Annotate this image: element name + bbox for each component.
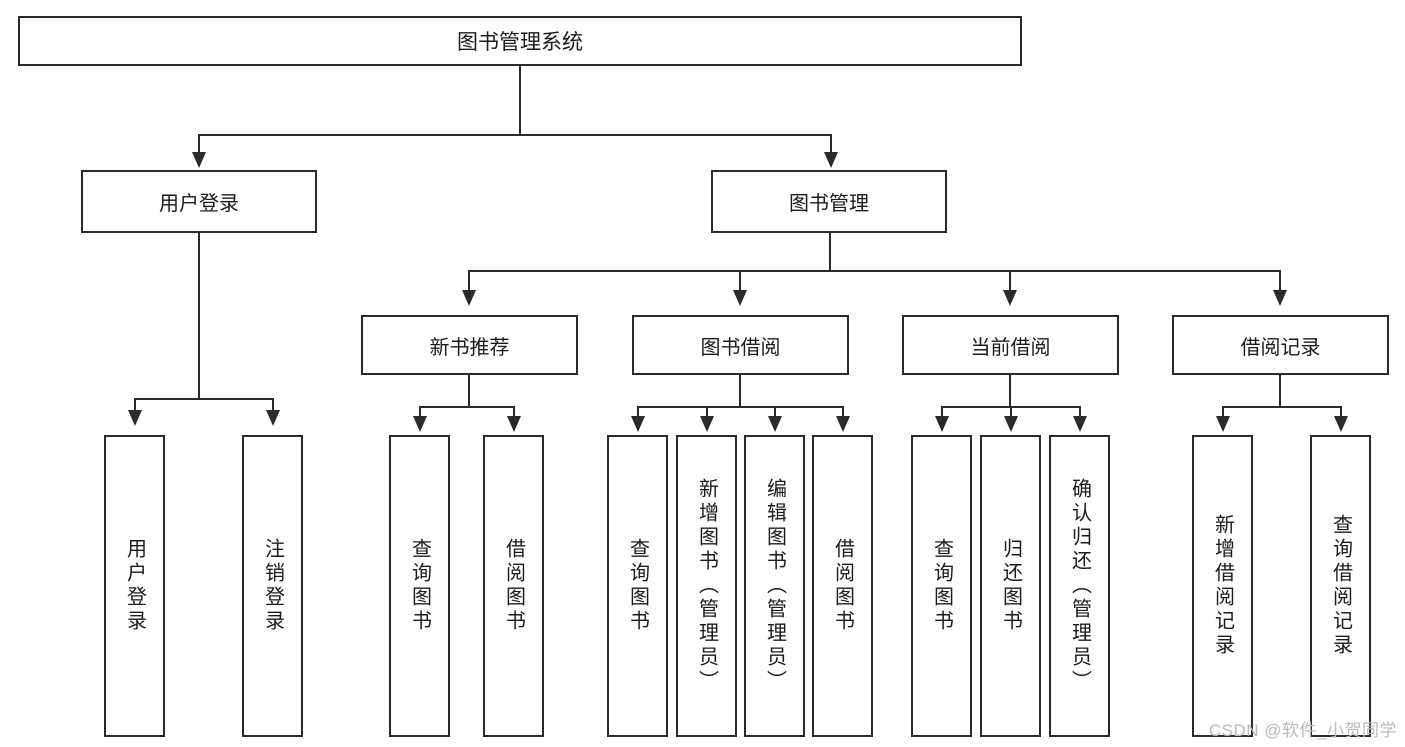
connector-nbr-to-leaf-1 <box>419 406 421 418</box>
connector-bb-to-leaf-2 <box>706 406 708 418</box>
connector-cb-to-leaf-2 <box>1010 406 1012 418</box>
leaf-label: 注销登录 <box>261 538 284 634</box>
node-label: 当前借阅 <box>970 336 1051 359</box>
leaf-br-query-record[interactable]: 查询借阅记录 <box>1310 435 1371 737</box>
leaf-user-login[interactable]: 用户登录 <box>104 435 165 737</box>
connector-book-borrow-bus <box>637 406 844 408</box>
leaf-label: 归还图书 <box>999 538 1022 634</box>
arrow-down-icon <box>1004 416 1018 432</box>
connector-to-new-book-recommend <box>468 270 470 292</box>
connector-user-login-stem <box>198 233 200 398</box>
leaf-logout[interactable]: 注销登录 <box>242 435 303 737</box>
leaf-bb-query-book[interactable]: 查询图书 <box>607 435 668 737</box>
arrow-down-icon <box>700 416 714 432</box>
connector-new-book-recommend-bus <box>419 406 515 408</box>
leaf-cb-query-book[interactable]: 查询图书 <box>911 435 972 737</box>
arrow-down-icon <box>1216 416 1230 432</box>
leaf-cb-return-book[interactable]: 归还图书 <box>980 435 1041 737</box>
connector-bb-to-leaf-3 <box>774 406 776 418</box>
leaf-label: 新增图书（管理员） <box>695 478 718 694</box>
connector-root-bus <box>198 134 832 136</box>
leaf-nbr-borrow-book[interactable]: 借阅图书 <box>483 435 544 737</box>
arrow-down-icon <box>462 290 476 306</box>
connector-cb-to-leaf-1 <box>941 406 943 418</box>
leaf-label: 确认归还（管理员） <box>1068 478 1091 694</box>
node-book-management[interactable]: 图书管理 <box>711 170 947 233</box>
connector-root-to-book-management <box>830 134 832 154</box>
node-borrow-record[interactable]: 借阅记录 <box>1172 315 1389 375</box>
arrow-down-icon <box>935 416 949 432</box>
connector-level3-bus <box>468 270 1280 272</box>
arrow-down-icon <box>836 416 850 432</box>
node-label: 新书推荐 <box>429 336 510 359</box>
arrow-down-icon <box>507 416 521 432</box>
node-current-borrow[interactable]: 当前借阅 <box>902 315 1119 375</box>
connector-book-management-stem <box>829 233 831 270</box>
arrow-down-icon <box>1334 416 1348 432</box>
leaf-label: 借阅图书 <box>831 538 854 634</box>
node-new-book-recommend[interactable]: 新书推荐 <box>361 315 578 375</box>
leaf-label: 借阅图书 <box>502 538 525 634</box>
arrow-down-icon <box>192 152 206 168</box>
node-book-borrow[interactable]: 图书借阅 <box>632 315 849 375</box>
node-user-login[interactable]: 用户登录 <box>81 170 317 233</box>
connector-current-borrow-stem <box>1009 375 1011 406</box>
arrow-down-icon <box>733 290 747 306</box>
arrow-down-icon <box>768 416 782 432</box>
leaf-label: 查询图书 <box>930 538 953 634</box>
connector-br-to-leaf-1 <box>1222 406 1224 418</box>
arrow-down-icon <box>128 410 142 426</box>
connector-to-book-borrow <box>739 270 741 292</box>
connector-to-borrow-record <box>1279 270 1281 292</box>
leaf-br-add-record[interactable]: 新增借阅记录 <box>1192 435 1253 737</box>
arrow-down-icon <box>824 152 838 168</box>
leaf-bb-borrow-book[interactable]: 借阅图书 <box>812 435 873 737</box>
connector-root-stem <box>519 66 521 134</box>
leaf-cb-confirm-return-admin[interactable]: 确认归还（管理员） <box>1049 435 1110 737</box>
connector-nbr-to-leaf-2 <box>513 406 515 418</box>
connector-bb-to-leaf-1 <box>637 406 639 418</box>
node-label: 借阅记录 <box>1240 336 1321 359</box>
connector-new-book-recommend-stem <box>468 375 470 406</box>
connector-root-to-user-login <box>198 134 200 154</box>
node-root-book-management-system[interactable]: 图书管理系统 <box>18 16 1022 66</box>
leaf-bb-edit-book-admin[interactable]: 编辑图书（管理员） <box>744 435 805 737</box>
connector-to-current-borrow <box>1009 270 1011 292</box>
connector-user-login-to-leaf-1 <box>134 398 136 412</box>
connector-cb-to-leaf-3 <box>1079 406 1081 418</box>
node-label: 用户登录 <box>159 193 239 215</box>
node-label: 图书借阅 <box>700 336 781 359</box>
connector-book-borrow-stem <box>739 375 741 406</box>
arrow-down-icon <box>1073 416 1087 432</box>
connector-br-to-leaf-2 <box>1340 406 1342 418</box>
arrow-down-icon <box>413 416 427 432</box>
connector-borrow-record-bus <box>1222 406 1340 408</box>
leaf-label: 用户登录 <box>123 538 146 634</box>
connector-borrow-record-stem <box>1279 375 1281 406</box>
leaf-bb-add-book-admin[interactable]: 新增图书（管理员） <box>676 435 737 737</box>
leaf-label: 新增借阅记录 <box>1211 514 1234 658</box>
node-label: 图书管理 <box>789 193 869 215</box>
leaf-label: 查询图书 <box>626 538 649 634</box>
connector-user-login-bus <box>134 398 272 400</box>
connector-bb-to-leaf-4 <box>842 406 844 418</box>
leaf-nbr-query-book[interactable]: 查询图书 <box>389 435 450 737</box>
node-label: 图书管理系统 <box>457 31 583 54</box>
leaf-label: 查询借阅记录 <box>1329 514 1352 658</box>
arrow-down-icon <box>1273 290 1287 306</box>
arrow-down-icon <box>266 410 280 426</box>
arrow-down-icon <box>631 416 645 432</box>
arrow-down-icon <box>1003 290 1017 306</box>
connector-user-login-to-leaf-2 <box>272 398 274 412</box>
leaf-label: 查询图书 <box>408 538 431 634</box>
leaf-label: 编辑图书（管理员） <box>763 478 786 694</box>
